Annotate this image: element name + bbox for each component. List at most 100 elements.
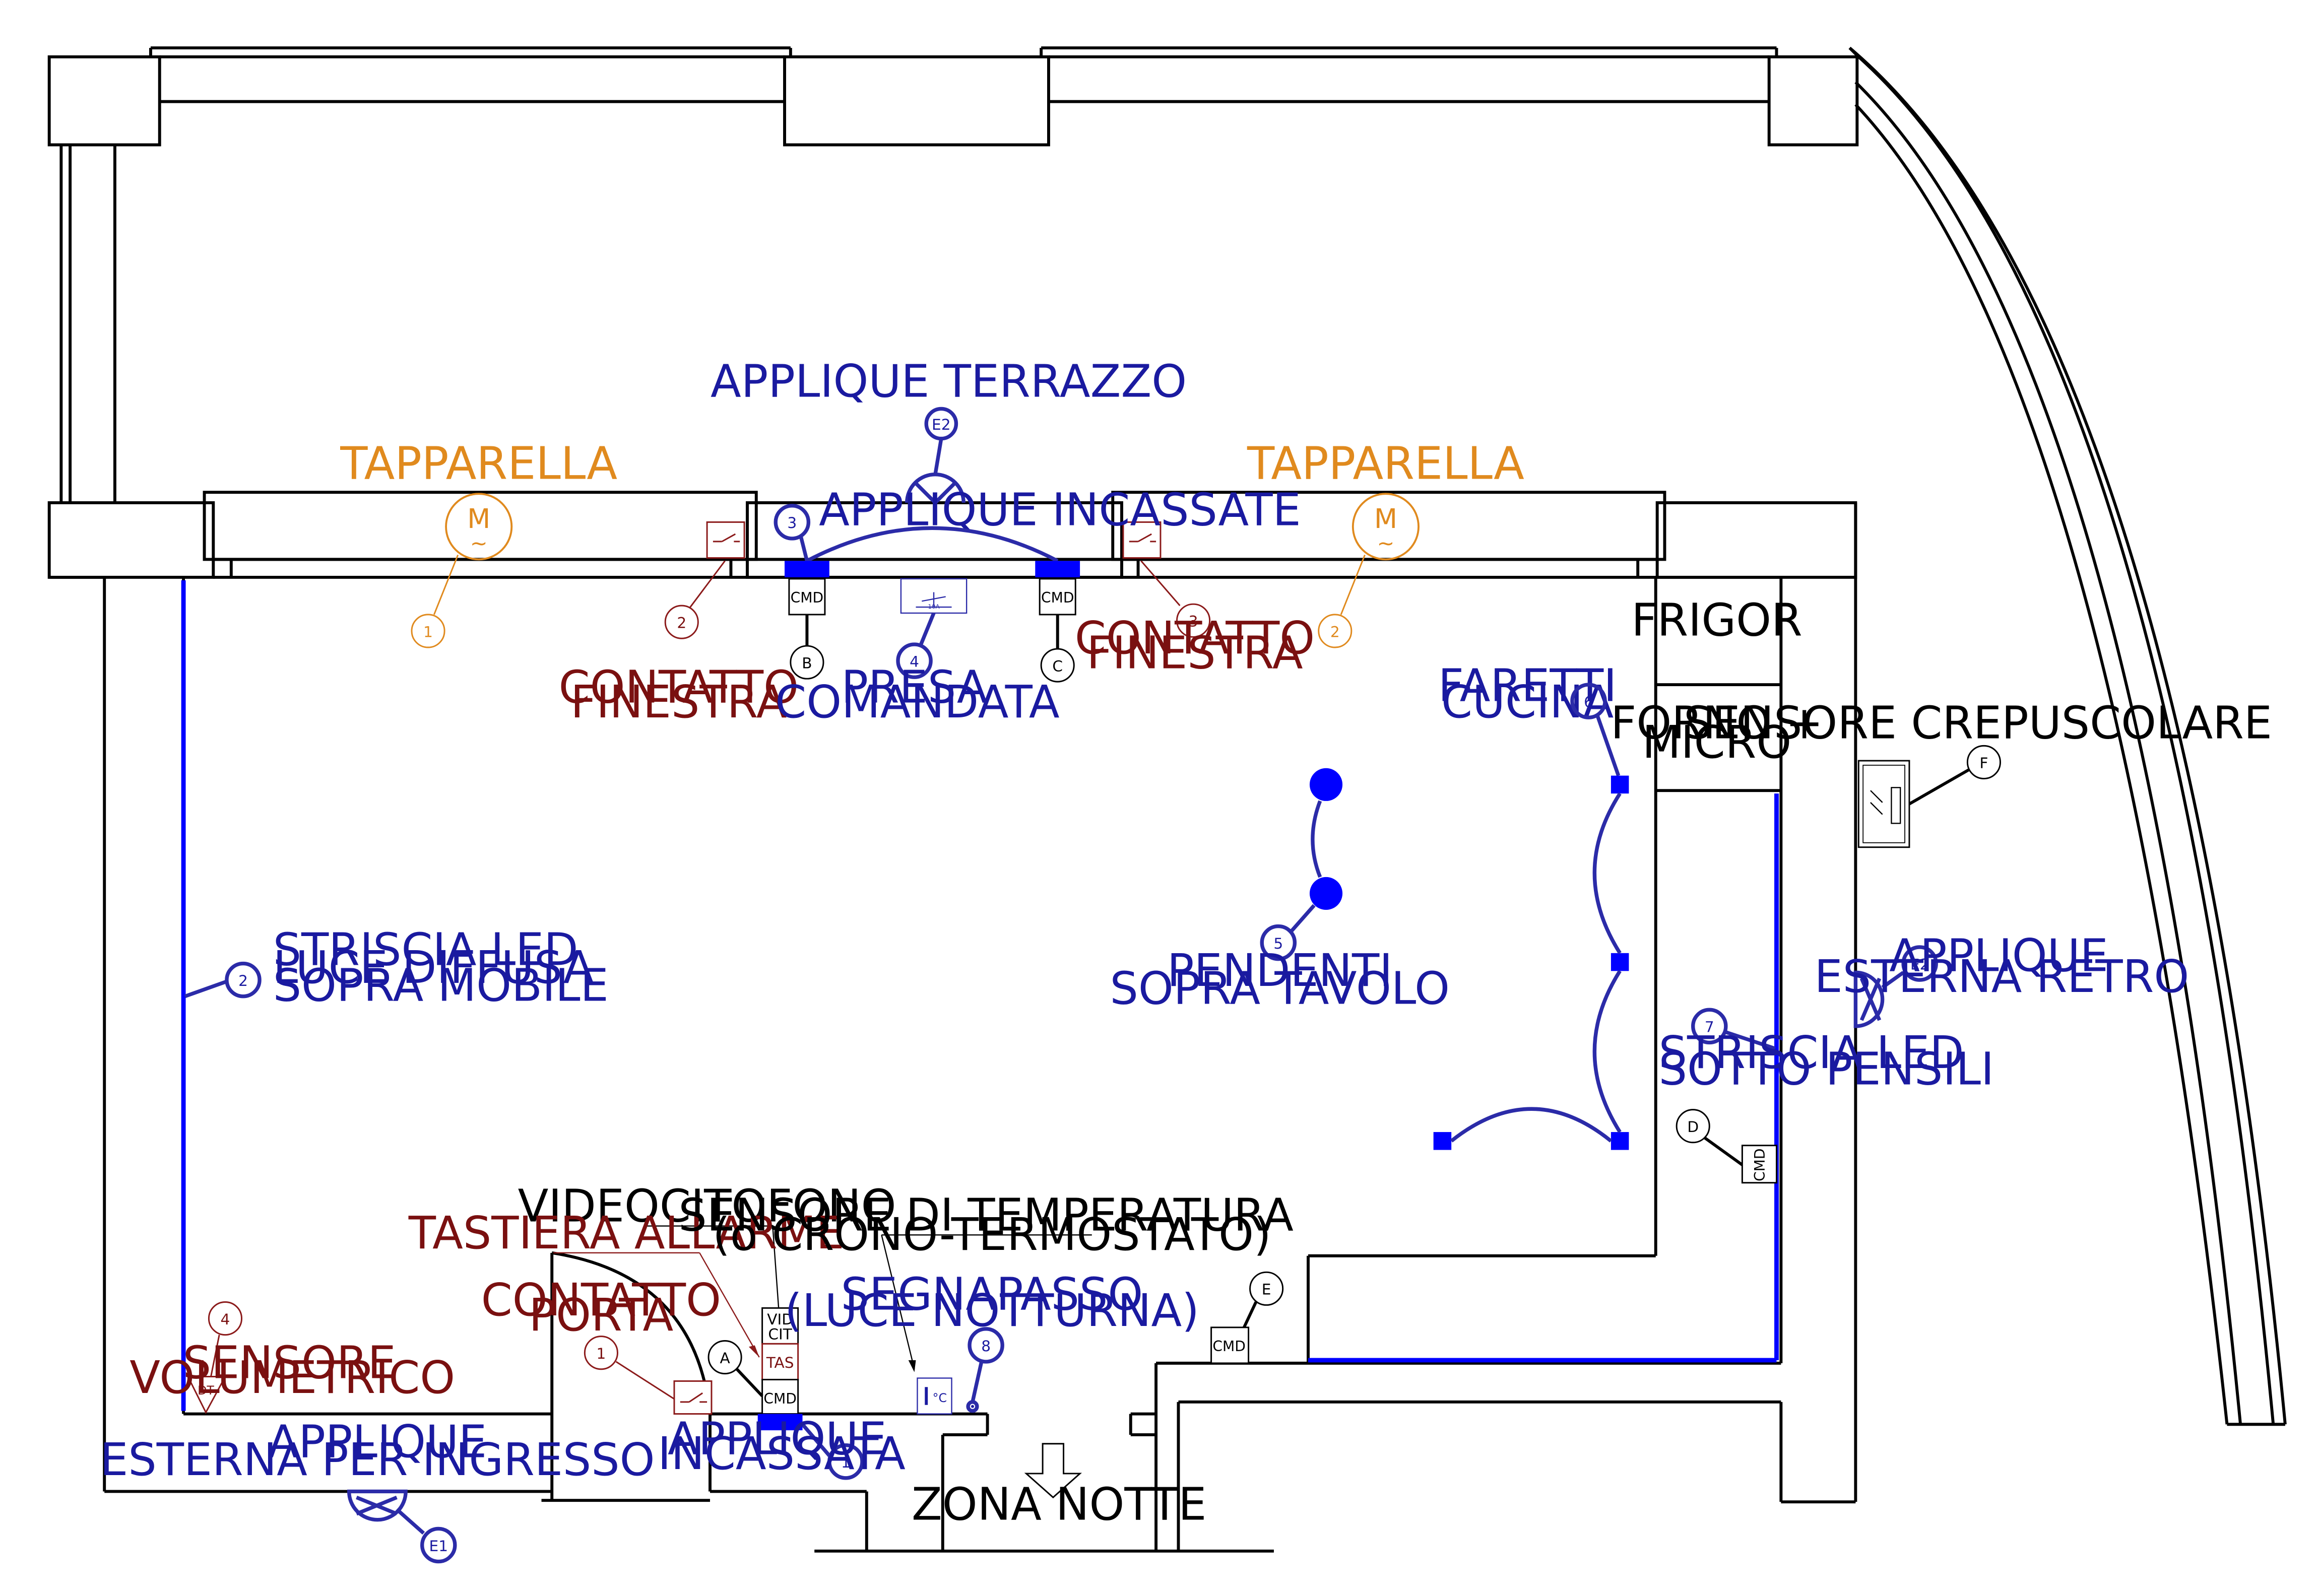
marker-4-sensore-text: 4 bbox=[221, 1311, 230, 1328]
applique-retro-line1: APPLIQUE bbox=[1889, 929, 2108, 981]
marker-2-tapparella bbox=[1318, 614, 1353, 648]
contatto-porta-line1: CONTATTO bbox=[481, 1274, 721, 1326]
motor-icon-right bbox=[1351, 493, 1420, 561]
recessed-light-right bbox=[1035, 561, 1080, 577]
striscia-led-pensili-group: 7 STRISCIA LED SOTTO PENSILI bbox=[1659, 1008, 1994, 1095]
marker-1-porta-text: 1 bbox=[596, 1345, 606, 1362]
marker-2-contatto bbox=[664, 605, 699, 639]
tastiera-allarme-label: TASTIERA ALLARME bbox=[408, 1207, 845, 1259]
spotlight-2 bbox=[1611, 953, 1629, 971]
marker-3-contatto-text: 3 bbox=[1189, 613, 1198, 630]
marker-e1-text: E1 bbox=[429, 1538, 448, 1555]
lamp-symbol-terrazzo bbox=[905, 473, 965, 503]
cmd-d-group: D CMD bbox=[1676, 1109, 1777, 1184]
applique-ingresso-line2: ESTERNA PER INGRESSO bbox=[100, 1434, 655, 1486]
applique-incassata-group: 1 APPLIQUE INCASSATA bbox=[658, 1413, 906, 1480]
lamp-symbol-retro bbox=[1853, 970, 1885, 1028]
recessed-light-left bbox=[785, 561, 829, 577]
zona-notte-group: ZONA NOTTE bbox=[912, 1443, 1206, 1531]
applique-incassate-group: 3 APPLIQUE INCASSATE CMD B CMD C bbox=[774, 484, 1301, 683]
applique-terrazzo-group: APPLIQUE TERRAZZO E2 bbox=[711, 356, 1187, 504]
thermometer-unit: °C bbox=[933, 1391, 947, 1405]
marker-f bbox=[1966, 745, 2001, 779]
applique-terrazzo-label: APPLIQUE TERRAZZO bbox=[711, 356, 1187, 408]
marker-b-text: B bbox=[802, 654, 812, 672]
motor-m-left: M bbox=[467, 503, 490, 535]
cmd-box-b bbox=[788, 578, 826, 616]
marker-7-striscia-text: 7 bbox=[1705, 1019, 1714, 1036]
striscia-pensili-line1: STRISCIA LED bbox=[1659, 1027, 1964, 1079]
marker-e1 bbox=[420, 1526, 457, 1564]
contatto-finestra-left-group: 2 CONTATTO FINESTRA bbox=[559, 521, 799, 728]
sensore-volumetrico-group: 4 DT SENSORE VOLUMETRICO bbox=[130, 1301, 455, 1414]
motor-m-right: M bbox=[1374, 503, 1397, 535]
applique-retro-group: E2 APPLIQUE ESTERNA RETRO bbox=[1815, 929, 2189, 1028]
sensore-temperatura-group: SENSORE DI TEMPERATURA (o CRONO-TERMOSTA… bbox=[678, 1189, 1294, 1415]
led-strips bbox=[181, 580, 1779, 1411]
marker-7-striscia bbox=[1691, 1008, 1728, 1045]
tapparella-left-group: TAPPARELLA M ~ 1 bbox=[340, 438, 617, 648]
motor-tilde-right: ~ bbox=[1377, 531, 1395, 556]
applique-incassate-label: APPLIQUE INCASSATE bbox=[819, 484, 1301, 536]
presa-comandata-group: 10A 4 PRESA COMANDATA bbox=[775, 578, 1060, 728]
marker-1-tapparella bbox=[411, 614, 445, 648]
spotlight-4 bbox=[1433, 1132, 1452, 1150]
tapparella-right-group: TAPPARELLA M ~ 2 bbox=[1247, 438, 1524, 648]
presa-comandata-line2: COMANDATA bbox=[775, 676, 1059, 728]
marker-d bbox=[1676, 1109, 1710, 1144]
marker-b bbox=[790, 645, 824, 680]
pendenti-line2: SOPRA TAVOLO bbox=[1110, 962, 1450, 1014]
cmd-box-e-text: CMD bbox=[1212, 1338, 1246, 1355]
contatto-finestra-left-line2: FINESTRA bbox=[570, 676, 787, 728]
striscia-led-diffusa-group: 2 STRISCIA LED LUCE DIFFUSA SOPRA MOBILE bbox=[184, 924, 609, 1012]
sensore-temp-line2: (o CRONO-TERMOSTATO) bbox=[713, 1209, 1271, 1260]
motor-tilde-left: ~ bbox=[470, 531, 488, 556]
applique-ingresso-line1: APPLIQUE bbox=[268, 1416, 487, 1468]
marker-c bbox=[1040, 648, 1075, 683]
thermometer-icon bbox=[917, 1377, 952, 1415]
marker-4-sensore bbox=[208, 1301, 243, 1336]
presa-comandata-line1: PRESA bbox=[841, 661, 987, 713]
marker-3-contatto bbox=[1176, 603, 1211, 638]
cmd-box-c bbox=[1039, 578, 1076, 616]
entrance-devices-group: VIDEOCITOFONO TASTIERA ALLARME VID CIT T… bbox=[408, 1180, 896, 1415]
down-arrow-icon bbox=[1024, 1443, 1082, 1499]
segnapasso-line2: (LUCE NOTTURNA) bbox=[785, 1285, 1199, 1337]
marker-e2-top-text: E2 bbox=[932, 416, 951, 433]
striscia-diffusa-line2: LUCE DIFFUSA bbox=[273, 942, 594, 993]
marker-2-striscia-text: 2 bbox=[238, 972, 248, 989]
marker-4-presa bbox=[896, 642, 933, 679]
marker-6-faretti-text: 6 bbox=[1584, 693, 1593, 710]
marker-6-faretti bbox=[1570, 683, 1607, 719]
videophone-cit: CIT bbox=[768, 1326, 792, 1343]
sensore-crepuscolare-label: SENSORE CREPUSCOLARE bbox=[1684, 697, 2272, 749]
forno-label-line2: MICRO bbox=[1642, 716, 1791, 768]
applique-incassata-line1: APPLIQUE bbox=[668, 1413, 887, 1465]
window-contact-icon-right bbox=[1122, 521, 1162, 559]
segnapasso-line1: SEGNAPASSO bbox=[841, 1268, 1143, 1320]
cmd-box-a-text: CMD bbox=[763, 1390, 797, 1407]
marker-4-presa-text: 4 bbox=[910, 653, 919, 671]
pillar-top-center bbox=[783, 55, 1050, 147]
striscia-pensili-line2: SOTTO PENSILI bbox=[1659, 1043, 1994, 1095]
pendant-light-2 bbox=[1309, 877, 1343, 910]
cmd-box-c-text: CMD bbox=[1041, 589, 1074, 606]
marker-c-text: C bbox=[1052, 657, 1063, 675]
motion-sensor-icon bbox=[186, 1376, 227, 1414]
marker-8-segnapasso bbox=[968, 1327, 1004, 1364]
frigor-label: FRIGOR bbox=[1631, 594, 1802, 646]
applique-ingresso-group: APPLIQUE ESTERNA PER INGRESSO E1 bbox=[100, 1416, 655, 1564]
striscia-diffusa-line1: STRISCIA LED bbox=[273, 924, 578, 976]
pendant-light-1 bbox=[1309, 768, 1343, 801]
marker-3-incassate bbox=[774, 504, 811, 541]
marker-8-segnapasso-text: 8 bbox=[981, 1338, 991, 1355]
spotlight-1 bbox=[1611, 775, 1629, 794]
faretti-cucina-group: FARETTI CUCINA 6 bbox=[1433, 660, 1629, 1150]
applique-incassata-line2: INCASSATA bbox=[658, 1428, 906, 1480]
pillar-top-right bbox=[1767, 55, 1859, 147]
cmd-box-e bbox=[1210, 1326, 1250, 1364]
marker-2-contatto-text: 2 bbox=[677, 615, 686, 632]
tapparella-left-label: TAPPARELLA bbox=[340, 438, 617, 490]
marker-5-pendenti bbox=[1260, 924, 1297, 961]
